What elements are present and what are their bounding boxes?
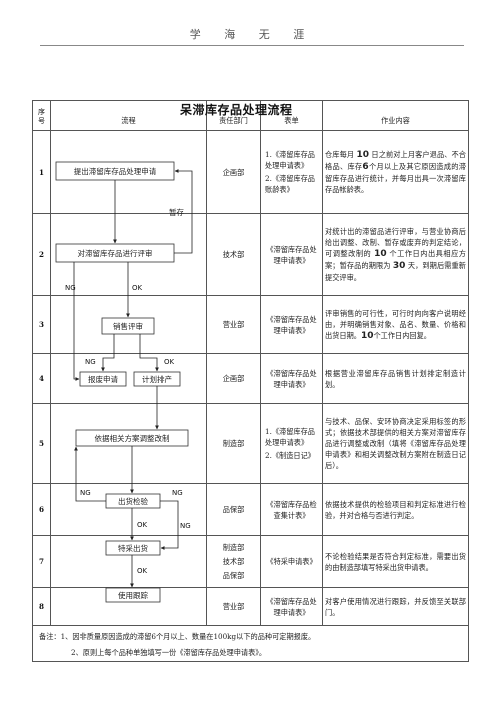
row-dept: 品保部 [206, 483, 261, 536]
col-seq-header: 序号 [32, 100, 51, 131]
notes-row: 备注：1、因非质量原因造成的滞留6个月以上、数量在100kg以下的品种可定期报废… [32, 625, 469, 662]
flow-cell [50, 587, 207, 626]
row-seq: 4 [32, 353, 51, 404]
row-content: 不论检验结果是否符合判定标准，需要出货的由制造部填写特采出货申请表。 [322, 535, 469, 588]
row-dept: 制造部技术部品保部 [206, 535, 261, 588]
table-row: 1 企画部 1.《滞留库存品处理申请表》 2.《滞留库存品账龄表》 仓库每月 1… [32, 130, 469, 214]
row-content: 对客户使用情况进行跟踪，并反馈至关联部门。 [322, 587, 469, 626]
row-seq: 7 [32, 535, 51, 588]
row-seq: 6 [32, 483, 51, 536]
table-row: 3 营业部 《滞留库存品处理申请表》 评审销售的可行性，可行时向向客户说明经由，… [32, 295, 469, 354]
form-item: 2.《滞留库存品账龄表》 [265, 174, 315, 194]
flow-cell [50, 483, 207, 536]
row-content: 依据技术提供的检验项目和判定标准进行检验，并对合格与否进行判定。 [322, 483, 469, 536]
row-forms: 1.《滞留库存品处理申请表》 2.《制造日记》 [260, 403, 323, 484]
note-1: 备注：1、因非质量原因造成的滞留6个月以上、数量在100kg以下的品种可定期报废… [39, 632, 316, 641]
note-2: 2、原则上每个品种单独填写一份《滞留库存品处理申请表》。 [71, 648, 267, 657]
table-row: 8 营业部 《滞留库存品处理申请表》 对客户使用情况进行跟踪，并反馈至关联部门。 [32, 587, 469, 626]
row-forms: 《滞留库存品处理申请表》 [260, 213, 323, 296]
row-content: 对统计出的滞留品进行评审，与营业协商后给出调整、改制、暂存或废弃的判定结论，可调… [322, 213, 469, 296]
row-seq: 2 [32, 213, 51, 296]
table-row: 4 企画部 《滞留库存品处理申请表》 根据营业滞留库存品销售计划排定制造计划。 [32, 353, 469, 404]
flow-cell [50, 535, 207, 588]
table-row: 6 品保部 《滞留库存品检查集计表》 依据技术提供的检验项目和判定标准进行检验，… [32, 483, 469, 536]
row-forms: 《滞留库存品处理申请表》 [260, 295, 323, 354]
process-table: 序号 流程 责任部门 表单 作业内容 1 企画部 1.《滞留库存品处理申请表》 … [32, 100, 469, 662]
flow-cell [50, 130, 207, 214]
row-seq: 3 [32, 295, 51, 354]
flow-cell [50, 295, 207, 354]
table-row: 2 技术部 《滞留库存品处理申请表》 对统计出的滞留品进行评审，与营业协商后给出… [32, 213, 469, 296]
row-forms: 《特采申请表》 [260, 535, 323, 588]
row-dept: 技术部 [206, 213, 261, 296]
row-seq: 5 [32, 403, 51, 484]
table-row: 5 制造部 1.《滞留库存品处理申请表》 2.《制造日记》 与技术、品保、安环协… [32, 403, 469, 484]
page-header: 学 海 无 涯 [189, 28, 315, 41]
row-forms: 《滞留库存品处理申请表》 [260, 587, 323, 626]
row-forms: 《滞留库存品处理申请表》 [260, 353, 323, 404]
row-content: 评审销售的可行性，可行时向向客户说明经由，并明确销售对象、品名、数量、价格和出货… [322, 295, 469, 354]
row-forms: 1.《滞留库存品处理申请表》 2.《滞留库存品账龄表》 [260, 130, 323, 214]
form-item: 2.《制造日记》 [265, 451, 315, 460]
flow-cell [50, 403, 207, 484]
col-dept-header: 责任部门 [206, 100, 261, 131]
flow-cell [50, 213, 207, 296]
notes-cell: 备注：1、因非质量原因造成的滞留6个月以上、数量在100kg以下的品种可定期报废… [32, 625, 469, 662]
row-seq: 8 [32, 587, 51, 626]
row-dept: 营业部 [206, 295, 261, 354]
header-divider [40, 45, 464, 46]
row-dept: 制造部 [206, 403, 261, 484]
col-content-header: 作业内容 [322, 100, 469, 131]
row-seq: 1 [32, 130, 51, 214]
page-title: 呆滞库存品处理流程 [180, 103, 293, 117]
row-dept: 企画部 [206, 353, 261, 404]
table-row: 7 制造部技术部品保部 《特采申请表》 不论检验结果是否符合判定标准，需要出货的… [32, 535, 469, 588]
row-dept: 企画部 [206, 130, 261, 214]
row-content: 与技术、品保、安环协商决定采用标签的形式；依据技术部提供的相关方案对滞留库存品进… [322, 403, 469, 484]
row-dept: 营业部 [206, 587, 261, 626]
form-item: 1.《滞留库存品处理申请表》 [265, 150, 315, 170]
flow-cell [50, 353, 207, 404]
row-content: 根据营业滞留库存品销售计划排定制造计划。 [322, 353, 469, 404]
row-content: 仓库每月 10 日之前对上月客户退品、不合格品、库存6个月以上及其它原因造成的滞… [322, 130, 469, 214]
row-forms: 《滞留库存品检查集计表》 [260, 483, 323, 536]
form-item: 1.《滞留库存品处理申请表》 [265, 427, 315, 447]
